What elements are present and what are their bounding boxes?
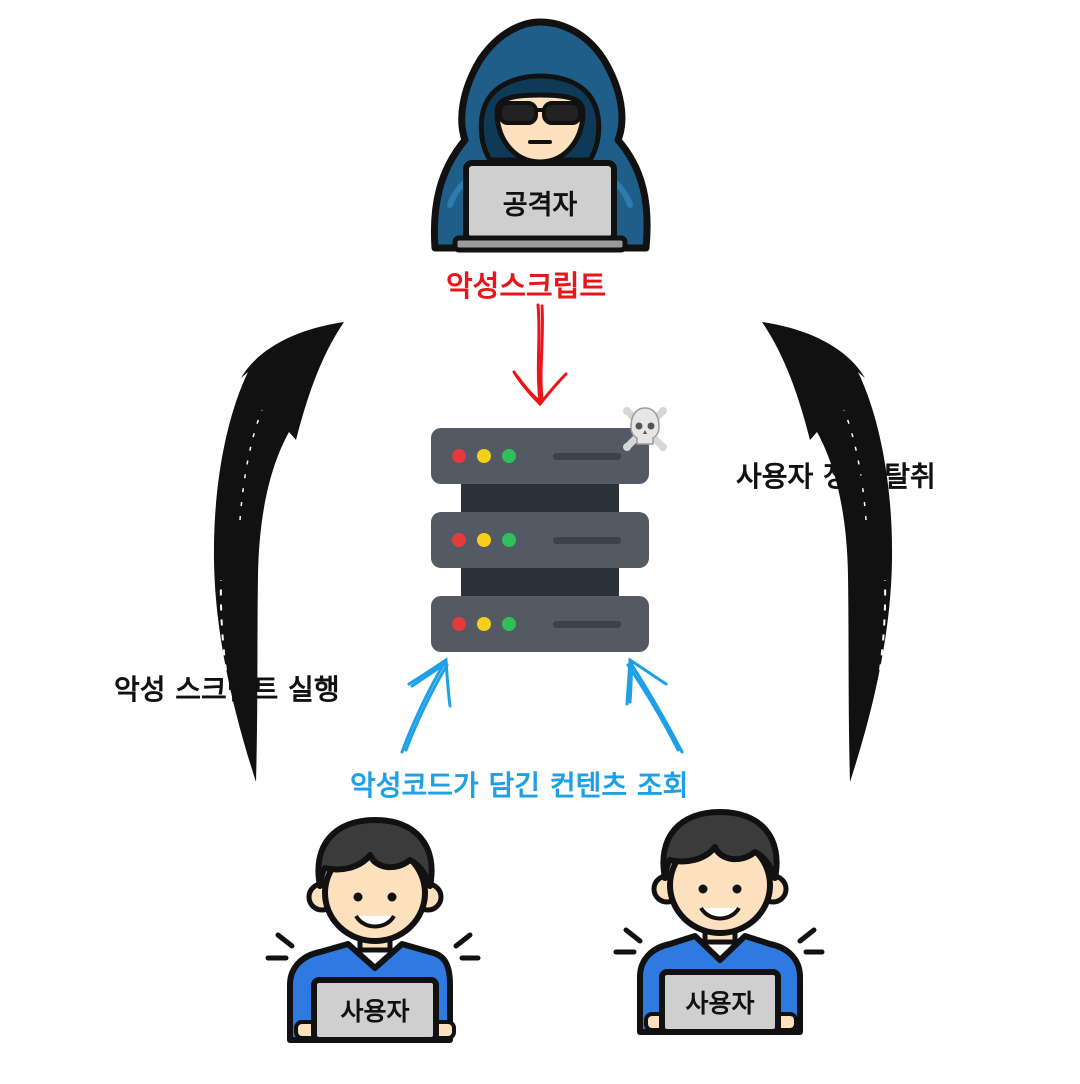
- inject-arrow: [512, 303, 568, 407]
- steal-arrow: [762, 322, 893, 782]
- user-label: 사용자: [340, 997, 409, 1026]
- view-arrow-right: [625, 657, 684, 754]
- laptop-icon: 사용자: [659, 969, 781, 1035]
- server-icon: [431, 428, 649, 652]
- skull-crossbones-icon: [623, 407, 667, 451]
- user-label: 사용자: [685, 989, 754, 1018]
- view-arrow-left: [400, 657, 452, 754]
- execute-arrow: [213, 322, 344, 782]
- execute-script-label: 악성 스크립트 실행: [114, 673, 340, 706]
- attacker-label: 공격자: [503, 190, 578, 221]
- steal-info-label: 사용자 정보 탈취: [736, 460, 936, 493]
- laptop-icon: 사용자: [311, 977, 439, 1043]
- view-content-label: 악성코드가 담긴 컨텐츠 조회: [350, 769, 689, 802]
- laptop-icon: 공격자: [452, 160, 628, 253]
- inject-script-label: 악성스크립트: [446, 269, 607, 303]
